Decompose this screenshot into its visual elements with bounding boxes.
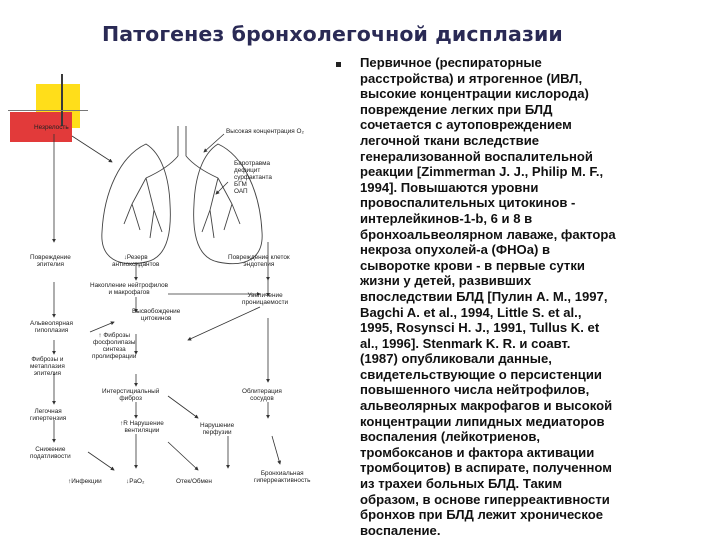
- body-line: провоспалительных цитокинов -: [360, 195, 576, 211]
- body-line: генерализованной воспалительной: [360, 148, 593, 164]
- diagram-label-epithelium-damage: Повреждение эпителия: [30, 254, 71, 268]
- diagram-label-antioxidant: ↓Резерв антиоксидантов: [112, 254, 160, 268]
- bronchi-shape: [145, 155, 219, 179]
- body-line: тромбоксанов и фактора активации: [360, 444, 595, 460]
- body-line: повреждение легких при БЛД: [360, 101, 553, 117]
- body-line: интерлейкинов-1-b, 6 и 8 в: [360, 210, 533, 226]
- diagram-lines: [52, 126, 282, 471]
- body-line: свидетельствующие о персистенции: [360, 366, 602, 382]
- body-line: концентрации липидных медиаторов: [360, 413, 605, 429]
- body-line: образом, в основе гиперреактивности: [360, 491, 610, 507]
- body-line: (1987) опубликовали данные,: [360, 351, 552, 367]
- trachea-shape: [177, 126, 187, 156]
- body-line: тромбоцитов) в аспирате, полученном: [360, 460, 612, 476]
- diagram-label-compliance: Снижение податливости: [30, 446, 71, 460]
- body-line: из трахеи больных БЛД. Таким: [360, 476, 563, 492]
- bullet-marker: [336, 62, 341, 67]
- diagram-label-alveolar-hypoplasia: Альвеолярная гипоплазия: [30, 320, 73, 334]
- body-line: реакции [Zimmerman J. J., Philip M. F.,: [360, 164, 604, 180]
- diagram-label-cytokines: Высвобождение цитокинов: [132, 308, 181, 322]
- body-line: некроза опухолей-a (ФНОa) в: [360, 242, 551, 258]
- body-line: бронхоальвеолярном лаваже, фактора: [360, 226, 616, 242]
- body-line: сочетается с аутоповреждением: [360, 117, 572, 133]
- body-paragraph: Первичное (респираторные расстройства) и…: [360, 55, 706, 538]
- body-line: альвеолярных макрофагов и высокой: [360, 398, 613, 414]
- diagram-label-neutrophils: Накопление нейтрофилов и макрофагов: [90, 282, 169, 296]
- body-line: воспаления (лейкотриенов,: [360, 429, 541, 445]
- diagram-label-infection: ↑Инфекции: [68, 478, 102, 485]
- body-line: 1994]. Повышаются уровни: [360, 179, 539, 195]
- body-line: сыворотке крови - в первые сутки: [360, 257, 585, 273]
- right-lung-shape: [193, 143, 263, 265]
- diagram-label-hyperreactivity: Бронхиальная гиперреактивность: [254, 470, 311, 484]
- body-line: высокие концентрации кислорода): [360, 86, 589, 102]
- diagram-label-interstitial-fibrosis: Интерстициальный фиброз: [102, 388, 160, 402]
- left-lung-shape: [101, 143, 171, 265]
- diagram-label-endothelium: Повреждение клеток эндотелия: [228, 254, 290, 268]
- diagram-label-permeability: Увеличение проницаемости: [242, 292, 289, 306]
- body-line: легочной ткани вследствие: [360, 132, 540, 148]
- pathogenesis-diagram: Незрелость Высокая концентрация O₂ Барот…: [28, 112, 334, 504]
- body-line: воспаление.: [360, 522, 441, 538]
- diagram-label-pao2: ↓PaO₂: [126, 478, 145, 485]
- vertical-accent-line: [61, 74, 63, 126]
- body-line: бронхов при БЛД лежит хроническое: [360, 507, 603, 523]
- body-line: al., 1996]. Stenmark K. R. и соавт.: [360, 335, 571, 351]
- diagram-label-pulmonary-hypertension: Легочная гипертензия: [30, 408, 67, 422]
- diagram-label-metaplasia: Фиброзы и метаплазия эпителия: [30, 356, 65, 377]
- diagram-label-perfusion: Нарушение перфузии: [200, 422, 235, 436]
- diagram-label-oxygen: Высокая концентрация O₂: [226, 128, 304, 135]
- diagram-label-barotrauma: Баротравма дефицит сурфактанта БГМ ОАП: [234, 160, 272, 195]
- body-line: Bagchi A. et al., 1994, Little S. et al.…: [360, 304, 582, 320]
- body-line: повышенного числа нейтрофилов,: [360, 382, 590, 398]
- horizontal-accent-line: [8, 110, 88, 111]
- body-line: жизни у детей, развивших: [360, 273, 532, 289]
- slide-title: Патогенез бронхолегочной дисплазии: [102, 22, 563, 46]
- body-line: впоследствии БЛД [Пулин А. М., 1997,: [360, 288, 608, 304]
- diagram-label-fibrosis-phospholipase: ↑ Фиброзы фосфолипазы синтеза пролиферац…: [92, 332, 137, 360]
- body-line: 1995, Rosynsci H. J., 1991, Tullus K. et: [360, 320, 600, 336]
- diagram-label-vessel-obliteration: Облитерация сосудов: [242, 388, 282, 402]
- diagram-label-immaturity: Незрелость: [34, 124, 69, 131]
- diagram-label-edema: Отек/Обмен: [176, 478, 212, 485]
- body-line: Первичное (респираторные: [360, 55, 542, 70]
- body-line: расстройства) и ятрогенное (ИВЛ,: [360, 70, 583, 86]
- diagram-label-ventilation: ↑R Нарушение вентиляции: [120, 420, 164, 434]
